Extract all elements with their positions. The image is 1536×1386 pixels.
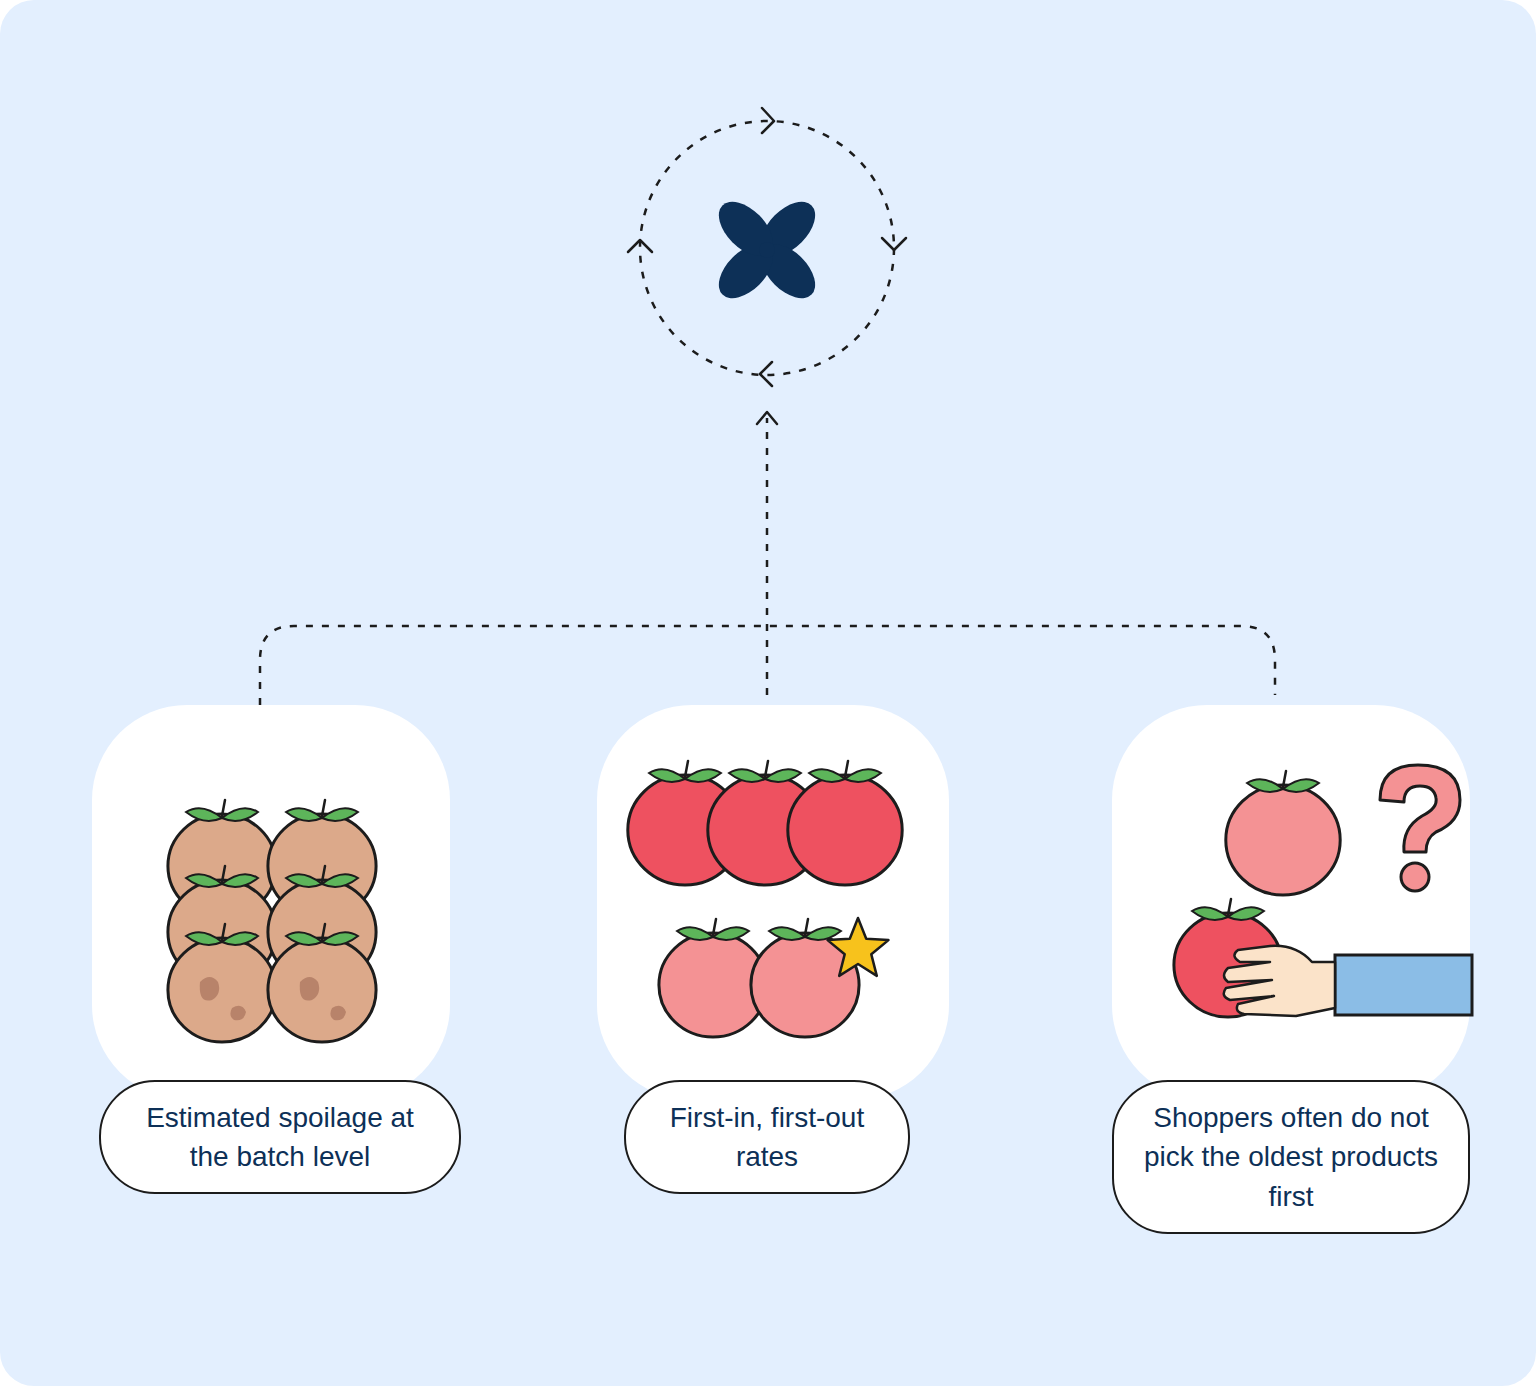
rot-spot bbox=[230, 1006, 246, 1021]
tomato-body bbox=[268, 938, 376, 1042]
tomato-icon bbox=[268, 924, 376, 1042]
tomato-leaf bbox=[1283, 779, 1319, 792]
label-pill: Estimated spoilage at the batch level bbox=[99, 1080, 461, 1194]
pill-label: Estimated spoilage at the batch level bbox=[127, 1098, 433, 1176]
tomato-leaf bbox=[1192, 907, 1228, 920]
hand bbox=[1224, 946, 1335, 1016]
brand-logo bbox=[709, 192, 825, 308]
tomato-leaf bbox=[286, 808, 322, 821]
cycle-arrow bbox=[882, 238, 906, 250]
tomato-leaf bbox=[729, 769, 765, 782]
logo-center bbox=[759, 242, 775, 258]
cycle-arrow bbox=[628, 240, 652, 252]
pill-label: Shoppers often do not pick the oldest pr… bbox=[1140, 1098, 1442, 1216]
tomato-leaf bbox=[322, 932, 358, 945]
cycle-arrow bbox=[762, 108, 774, 133]
tomato-stem bbox=[685, 761, 688, 777]
cycle-arrow bbox=[760, 362, 772, 386]
illustration-card bbox=[597, 705, 949, 1100]
tomato-leaf bbox=[186, 874, 222, 887]
tomato-icon bbox=[751, 919, 859, 1037]
tomato-stem bbox=[713, 919, 716, 935]
tomato-leaf bbox=[713, 927, 749, 940]
tomato-leaf bbox=[685, 769, 721, 782]
tomato-leaf bbox=[805, 927, 841, 940]
tomato-body bbox=[788, 775, 902, 885]
rot-spot bbox=[200, 977, 219, 1001]
tomato-stem bbox=[322, 866, 325, 882]
tomato-leaf bbox=[186, 932, 222, 945]
label-pill: First-in, first-out rates bbox=[624, 1080, 910, 1194]
rot-spot bbox=[300, 977, 319, 1001]
dashed-stem bbox=[766, 418, 769, 695]
tomato-leaf bbox=[765, 769, 801, 782]
tomato-icon bbox=[1226, 771, 1340, 895]
logo-petal bbox=[709, 192, 783, 266]
tomato-stem bbox=[845, 761, 848, 777]
tomato-stem bbox=[765, 761, 768, 777]
tomato-leaf bbox=[286, 932, 322, 945]
question-mark bbox=[1380, 765, 1460, 852]
tomato-stem bbox=[222, 800, 225, 816]
connector-tree bbox=[260, 412, 1275, 705]
star-icon bbox=[828, 918, 889, 976]
tomato-leaf bbox=[769, 927, 805, 940]
tomato-body bbox=[168, 938, 276, 1042]
tomato-leaf bbox=[845, 769, 881, 782]
tomato-stem bbox=[805, 919, 808, 935]
tomato-body bbox=[1226, 785, 1340, 895]
tomato-leaf bbox=[286, 874, 322, 887]
tomato-leaf bbox=[322, 808, 358, 821]
tomato-leaf bbox=[649, 769, 685, 782]
sleeve bbox=[1335, 955, 1472, 1015]
tomato-icon bbox=[788, 761, 902, 885]
question-dot bbox=[1401, 863, 1429, 891]
tomato-leaf bbox=[677, 927, 713, 940]
tomato-leaf bbox=[222, 874, 258, 887]
tomato-leaf bbox=[809, 769, 845, 782]
illustration-card bbox=[92, 705, 450, 1100]
pill-label: First-in, first-out rates bbox=[652, 1098, 882, 1176]
rot-spot bbox=[330, 1006, 346, 1021]
tomato-stem bbox=[322, 924, 325, 940]
tomato-leaf bbox=[222, 932, 258, 945]
tomato-stem bbox=[222, 866, 225, 882]
tomato-stem bbox=[322, 800, 325, 816]
cycle-ring bbox=[628, 108, 906, 386]
arrow-head bbox=[757, 412, 777, 424]
tomato-leaf bbox=[322, 874, 358, 887]
label-pill: Shoppers often do not pick the oldest pr… bbox=[1112, 1080, 1470, 1234]
tomato-leaf bbox=[222, 808, 258, 821]
dashed-circle bbox=[640, 121, 894, 375]
tomato-leaf bbox=[1228, 907, 1264, 920]
tomato-leaf bbox=[186, 808, 222, 821]
tomato-stem bbox=[1228, 899, 1231, 915]
tomato-stem bbox=[1283, 771, 1286, 787]
illustration-card bbox=[1112, 705, 1470, 1100]
tomato-stem bbox=[222, 924, 225, 940]
tomato-icon bbox=[168, 924, 276, 1042]
tomato-leaf bbox=[1247, 779, 1283, 792]
